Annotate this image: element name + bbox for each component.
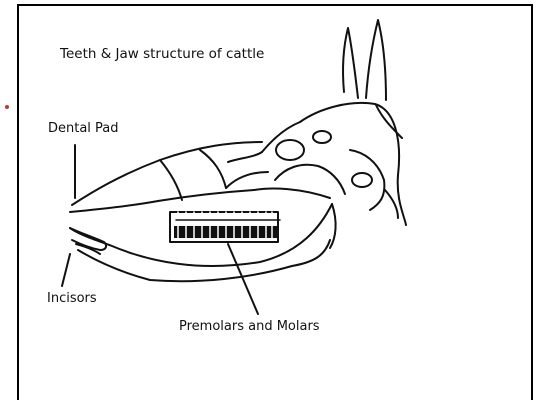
label-dental-pad: Dental Pad — [48, 122, 119, 135]
cranium — [228, 103, 406, 225]
label-incisors: Incisors — [47, 292, 97, 305]
label-premolars-molars: Premolars and Molars — [179, 320, 320, 333]
upper-jaw — [70, 142, 330, 212]
incisors-leader — [62, 254, 70, 286]
molar-row — [170, 212, 280, 242]
diagram-title: Teeth & Jaw structure of cattle — [60, 48, 264, 62]
